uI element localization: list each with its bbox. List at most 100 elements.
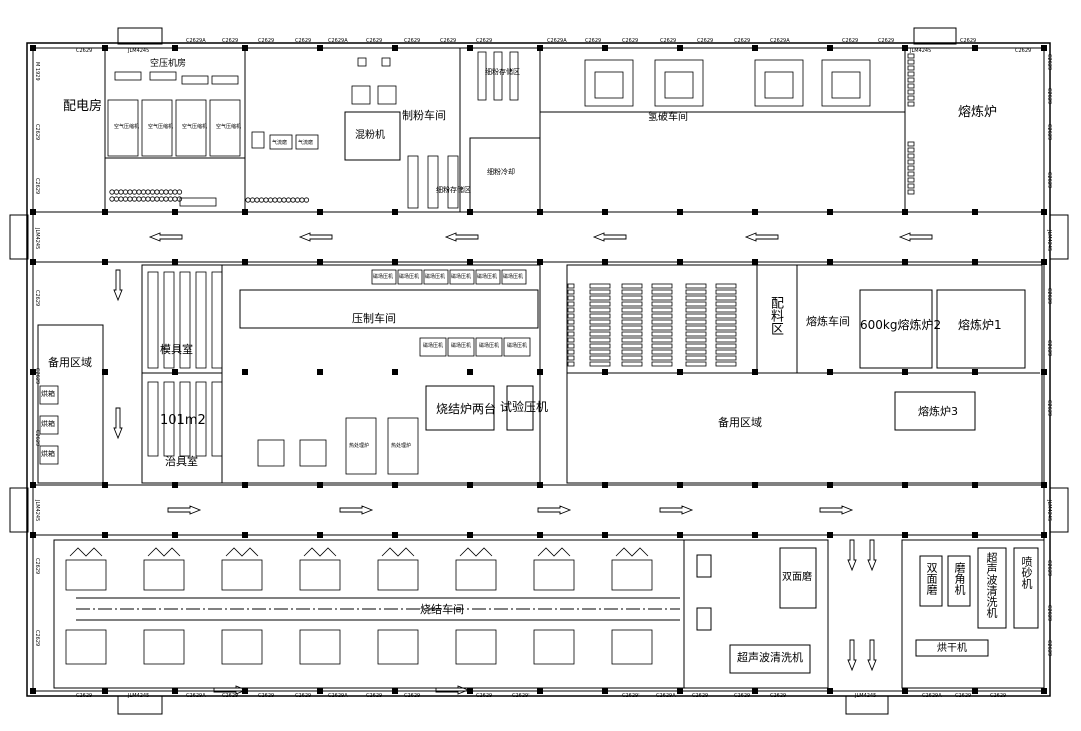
flow-arrow-left (744, 232, 779, 242)
alloy-rack-slot (589, 319, 611, 325)
structural-column (902, 532, 908, 538)
sintering-workshop-label: 烧结车间 (420, 603, 464, 616)
door-label-left: C2629 (34, 290, 40, 307)
structural-column (1041, 45, 1047, 51)
structural-column (827, 259, 833, 265)
gas-cylinder (113, 196, 120, 202)
tooling-rack (195, 381, 207, 457)
press-label: 磁场压机 (373, 274, 394, 280)
flow-arrow-left (298, 232, 333, 242)
mold-rack (147, 271, 159, 369)
alloy-rack-slot (621, 331, 643, 337)
door-label-left: C2629 (34, 430, 40, 447)
structural-column (102, 369, 108, 375)
gas-cylinder (158, 196, 165, 202)
structural-column (392, 688, 398, 694)
gas-cylinder (245, 197, 251, 203)
gas-cylinder (122, 189, 129, 195)
structural-column (392, 45, 398, 51)
gas-cylinder (140, 196, 147, 202)
alloy-rack-slot (621, 301, 643, 307)
gas-cylinder (276, 197, 283, 203)
door-label-top: C2629 (440, 38, 457, 44)
structural-column (972, 45, 978, 51)
isostatic-press (299, 439, 327, 467)
radiator-fin (907, 83, 915, 89)
alloy-rack-slot (651, 361, 673, 367)
ultrasonic-box-bottom (729, 644, 811, 674)
flow-arrow-right (659, 505, 694, 515)
air-dryer-unit (149, 71, 177, 81)
alloy-rack-slot (685, 355, 707, 361)
gas-cylinder (285, 197, 292, 203)
alloy-rack-slot (651, 283, 673, 289)
rack-slot (567, 283, 575, 289)
gas-cylinder (158, 189, 165, 195)
ultrasonic-cleaner-bottom-label: 超声波清洗机 (737, 651, 803, 664)
rack-slot (567, 331, 575, 337)
alloy-rack-slot (715, 349, 737, 355)
alloy-rack-slot (715, 319, 737, 325)
radiator-fin (907, 189, 915, 195)
jet-mill-unit (295, 134, 319, 150)
structural-column (827, 45, 833, 51)
structural-column (1041, 209, 1047, 215)
double-grinder-box (779, 547, 817, 609)
entrance-right-2 (1049, 487, 1069, 533)
hd-furnace (821, 59, 871, 107)
pressing-workshop-label: 压制车间 (352, 312, 396, 325)
alloy-rack-slot (651, 349, 673, 355)
structural-column (1041, 532, 1047, 538)
structural-column (677, 259, 683, 265)
structural-column (30, 209, 36, 215)
door-label-bottom: C2629' (622, 693, 640, 699)
door-label-right: C2629 (1046, 288, 1052, 305)
sieve-machine (351, 85, 371, 105)
structural-column (467, 532, 473, 538)
flow-arrow-down (113, 407, 123, 440)
tooling-room-label: 治具室 (165, 455, 198, 468)
structural-column (102, 482, 108, 488)
sintering-furnaces-label: 烧结炉两台 (436, 402, 497, 416)
gas-cylinder (303, 197, 310, 203)
structural-column (1041, 369, 1047, 375)
radiator-fin (907, 177, 915, 183)
flow-arrow-down (867, 539, 877, 572)
structural-column (467, 209, 473, 215)
structural-column (1041, 688, 1047, 694)
sintering-furnace (143, 559, 185, 591)
flow-arrow-right (167, 505, 202, 515)
door-label-top: C2629 (258, 38, 275, 44)
sintering-furnace (611, 559, 653, 591)
structural-column (172, 259, 178, 265)
gas-cylinder (172, 196, 178, 202)
alloy-rack-slot (589, 325, 611, 331)
structural-column (602, 532, 608, 538)
structural-column (827, 209, 833, 215)
door-label-top: C2629 (734, 38, 751, 44)
radiator-fin (907, 159, 915, 165)
door-label-top: JLM4245 (910, 48, 932, 54)
rack-slot (567, 289, 575, 295)
alloy-rack-slot (621, 337, 643, 343)
structural-column (102, 45, 108, 51)
magnetic-press (449, 269, 475, 285)
structural-column (30, 369, 36, 375)
alloy-rack-slot (621, 289, 643, 295)
alloy-rack-slot (685, 307, 707, 313)
alloy-rack-slot (589, 307, 611, 313)
spare-area-left-room (37, 324, 104, 484)
furnace-hood (615, 547, 649, 557)
hd-furnace-core (664, 71, 694, 99)
door-label-bottom: C2629' (512, 693, 530, 699)
small-unit (357, 57, 367, 67)
door-label-bottom: C2629 (222, 693, 239, 699)
structural-column (752, 209, 758, 215)
gas-cylinder (140, 189, 147, 195)
door-label-top: C2629 (660, 38, 677, 44)
structural-column (537, 45, 543, 51)
jet-mill-label: 气流磨 (298, 140, 314, 146)
door-label-left: C2629 (34, 630, 40, 647)
flow-arrow-down (113, 269, 123, 302)
alloy-rack-slot (715, 331, 737, 337)
